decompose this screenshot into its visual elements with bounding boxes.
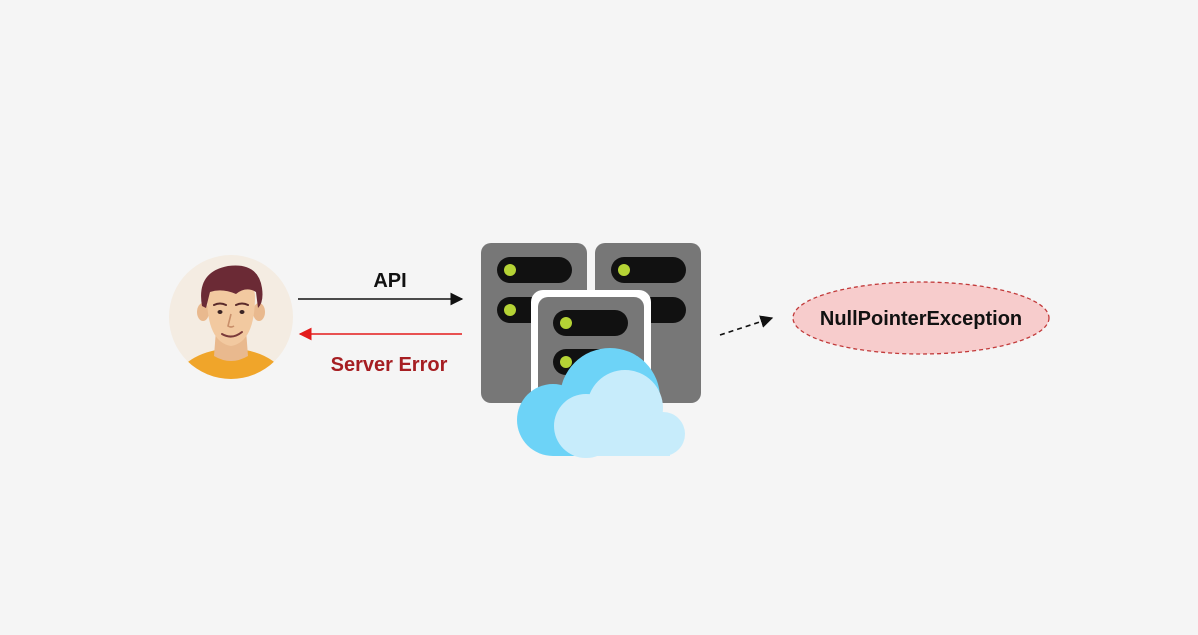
user-avatar-icon <box>169 255 293 379</box>
exception-node: NullPointerException <box>792 281 1050 355</box>
exception-ellipse <box>792 281 1050 355</box>
exception-arrow <box>719 315 774 336</box>
cloud-icon <box>517 348 685 458</box>
request-label: API <box>373 270 406 292</box>
exception-label: NullPointerException <box>820 308 1022 330</box>
error-label: Server Error <box>331 354 448 376</box>
